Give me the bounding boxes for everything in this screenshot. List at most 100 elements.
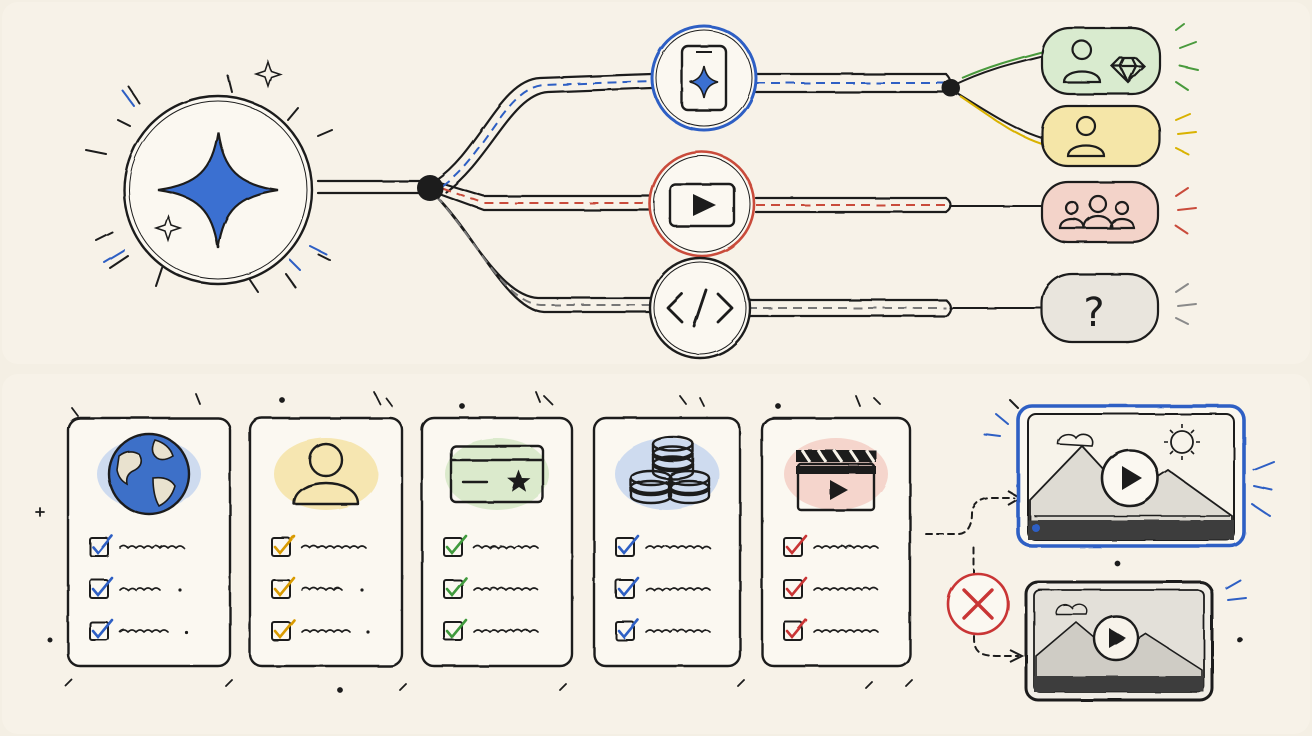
globe-icon: [107, 432, 191, 516]
check-mark-icon: [273, 534, 296, 556]
hub-node: [417, 175, 443, 201]
question-mark-icon: ?: [1083, 290, 1104, 336]
scribble-text: [645, 587, 711, 592]
sparkle-star-icon: [157, 131, 279, 249]
pipe-dashes: [435, 51, 1043, 309]
scribble-text: [119, 545, 185, 550]
checkbox-icon: [443, 621, 463, 641]
play-video-icon: [668, 182, 736, 228]
scribble-text: [473, 587, 539, 592]
check-mark-icon: [785, 576, 808, 598]
check-mark-icon: [617, 534, 640, 556]
checklist-item: [89, 534, 185, 557]
small-sparkle-icon: [253, 59, 283, 89]
checklist-card: [420, 416, 574, 668]
checklist-item: [783, 534, 879, 557]
checklist-row: [35, 391, 1275, 702]
outcome-connectors: [925, 497, 1019, 657]
branch-video: [648, 150, 756, 258]
scribble-text: [301, 545, 367, 550]
target-pill-user: [1040, 104, 1162, 168]
scribble-text: [813, 629, 879, 634]
scribble-text: [473, 629, 539, 634]
checklist-item: [443, 618, 539, 641]
checklist-item: [783, 618, 879, 641]
flow-diagram: ?: [85, 23, 1199, 360]
checklist-card: [248, 416, 404, 668]
id-card-star-icon: [449, 444, 545, 504]
checkbox-icon: [783, 579, 803, 599]
check-mark-icon: [273, 618, 296, 640]
pill-accent-marks: [1175, 23, 1199, 325]
scribble-text: [813, 545, 879, 550]
doodle-marks: [35, 391, 1243, 693]
scribble-text: [473, 545, 539, 550]
small-sparkle-icon: [153, 213, 183, 243]
check-mark-icon: [91, 618, 114, 640]
checklist-item: [271, 618, 370, 641]
branch-phone: [650, 24, 758, 132]
clapperboard-icon: [796, 449, 876, 512]
branch-code: [648, 256, 752, 360]
target-pill-group: [1040, 180, 1160, 244]
smartphone-icon: [680, 44, 728, 112]
pipes: [316, 55, 1043, 318]
checklist-item: [615, 576, 711, 599]
checklist-card: [66, 416, 232, 668]
checkbox-icon: [615, 621, 635, 641]
target-pill-user-diamond: [1040, 26, 1162, 96]
video-player-icon: [1100, 448, 1160, 508]
scribble-text: [301, 587, 343, 592]
arrow-head-icon: [1009, 649, 1025, 663]
check-mark-icon: [445, 618, 468, 640]
check-mark-icon: [785, 618, 808, 640]
check-mark-icon: [91, 576, 114, 598]
checklist-item: [443, 534, 539, 557]
outcome-video-rejected: [1024, 580, 1214, 702]
junction-node: [942, 79, 960, 97]
check-mark-icon: [91, 534, 114, 556]
checkbox-icon: [783, 621, 803, 641]
checkbox-icon: [89, 537, 109, 557]
checkbox-icon: [271, 579, 291, 599]
check-mark-icon: [273, 576, 296, 598]
checkbox-icon: [271, 537, 291, 557]
checkbox-icon: [615, 579, 635, 599]
checkbox-icon: [783, 537, 803, 557]
checklist-item: [271, 576, 364, 599]
outcome-video-accepted: [1016, 404, 1246, 548]
checkbox-icon: [443, 537, 463, 557]
checkbox-icon: [271, 621, 291, 641]
coin-stack-icon: [629, 435, 711, 505]
check-mark-icon: [617, 618, 640, 640]
red-x-icon: [946, 572, 1010, 636]
checklist-item: [89, 618, 188, 641]
scribble-text: [813, 587, 879, 592]
code-tag-icon: [666, 288, 734, 328]
check-mark-icon: [617, 576, 640, 598]
user-icon: [1066, 115, 1106, 158]
checklist-item: [783, 576, 879, 599]
checklist-item: [615, 618, 711, 641]
source-node: [122, 59, 314, 286]
check-mark-icon: [445, 576, 468, 598]
target-pill-unknown: ?: [1040, 272, 1160, 344]
scribble-text: [119, 587, 161, 592]
checkbox-icon: [443, 579, 463, 599]
checkbox-icon: [89, 621, 109, 641]
checklist-item: [271, 534, 367, 557]
check-mark-icon: [445, 534, 468, 556]
scribble-text: [645, 629, 711, 634]
checkbox-icon: [89, 579, 109, 599]
checklist-card: [592, 416, 742, 668]
checklist-item: [443, 576, 539, 599]
scribble-text: [119, 629, 169, 634]
user-icon: [292, 442, 360, 506]
user-diamond-icon: [1062, 39, 1146, 84]
scribble-text: [301, 629, 351, 634]
video-player-icon: [1092, 614, 1140, 662]
outcome-accent-marks: [983, 399, 1275, 601]
checklist-item: [615, 534, 711, 557]
checklist-item: [89, 576, 182, 599]
